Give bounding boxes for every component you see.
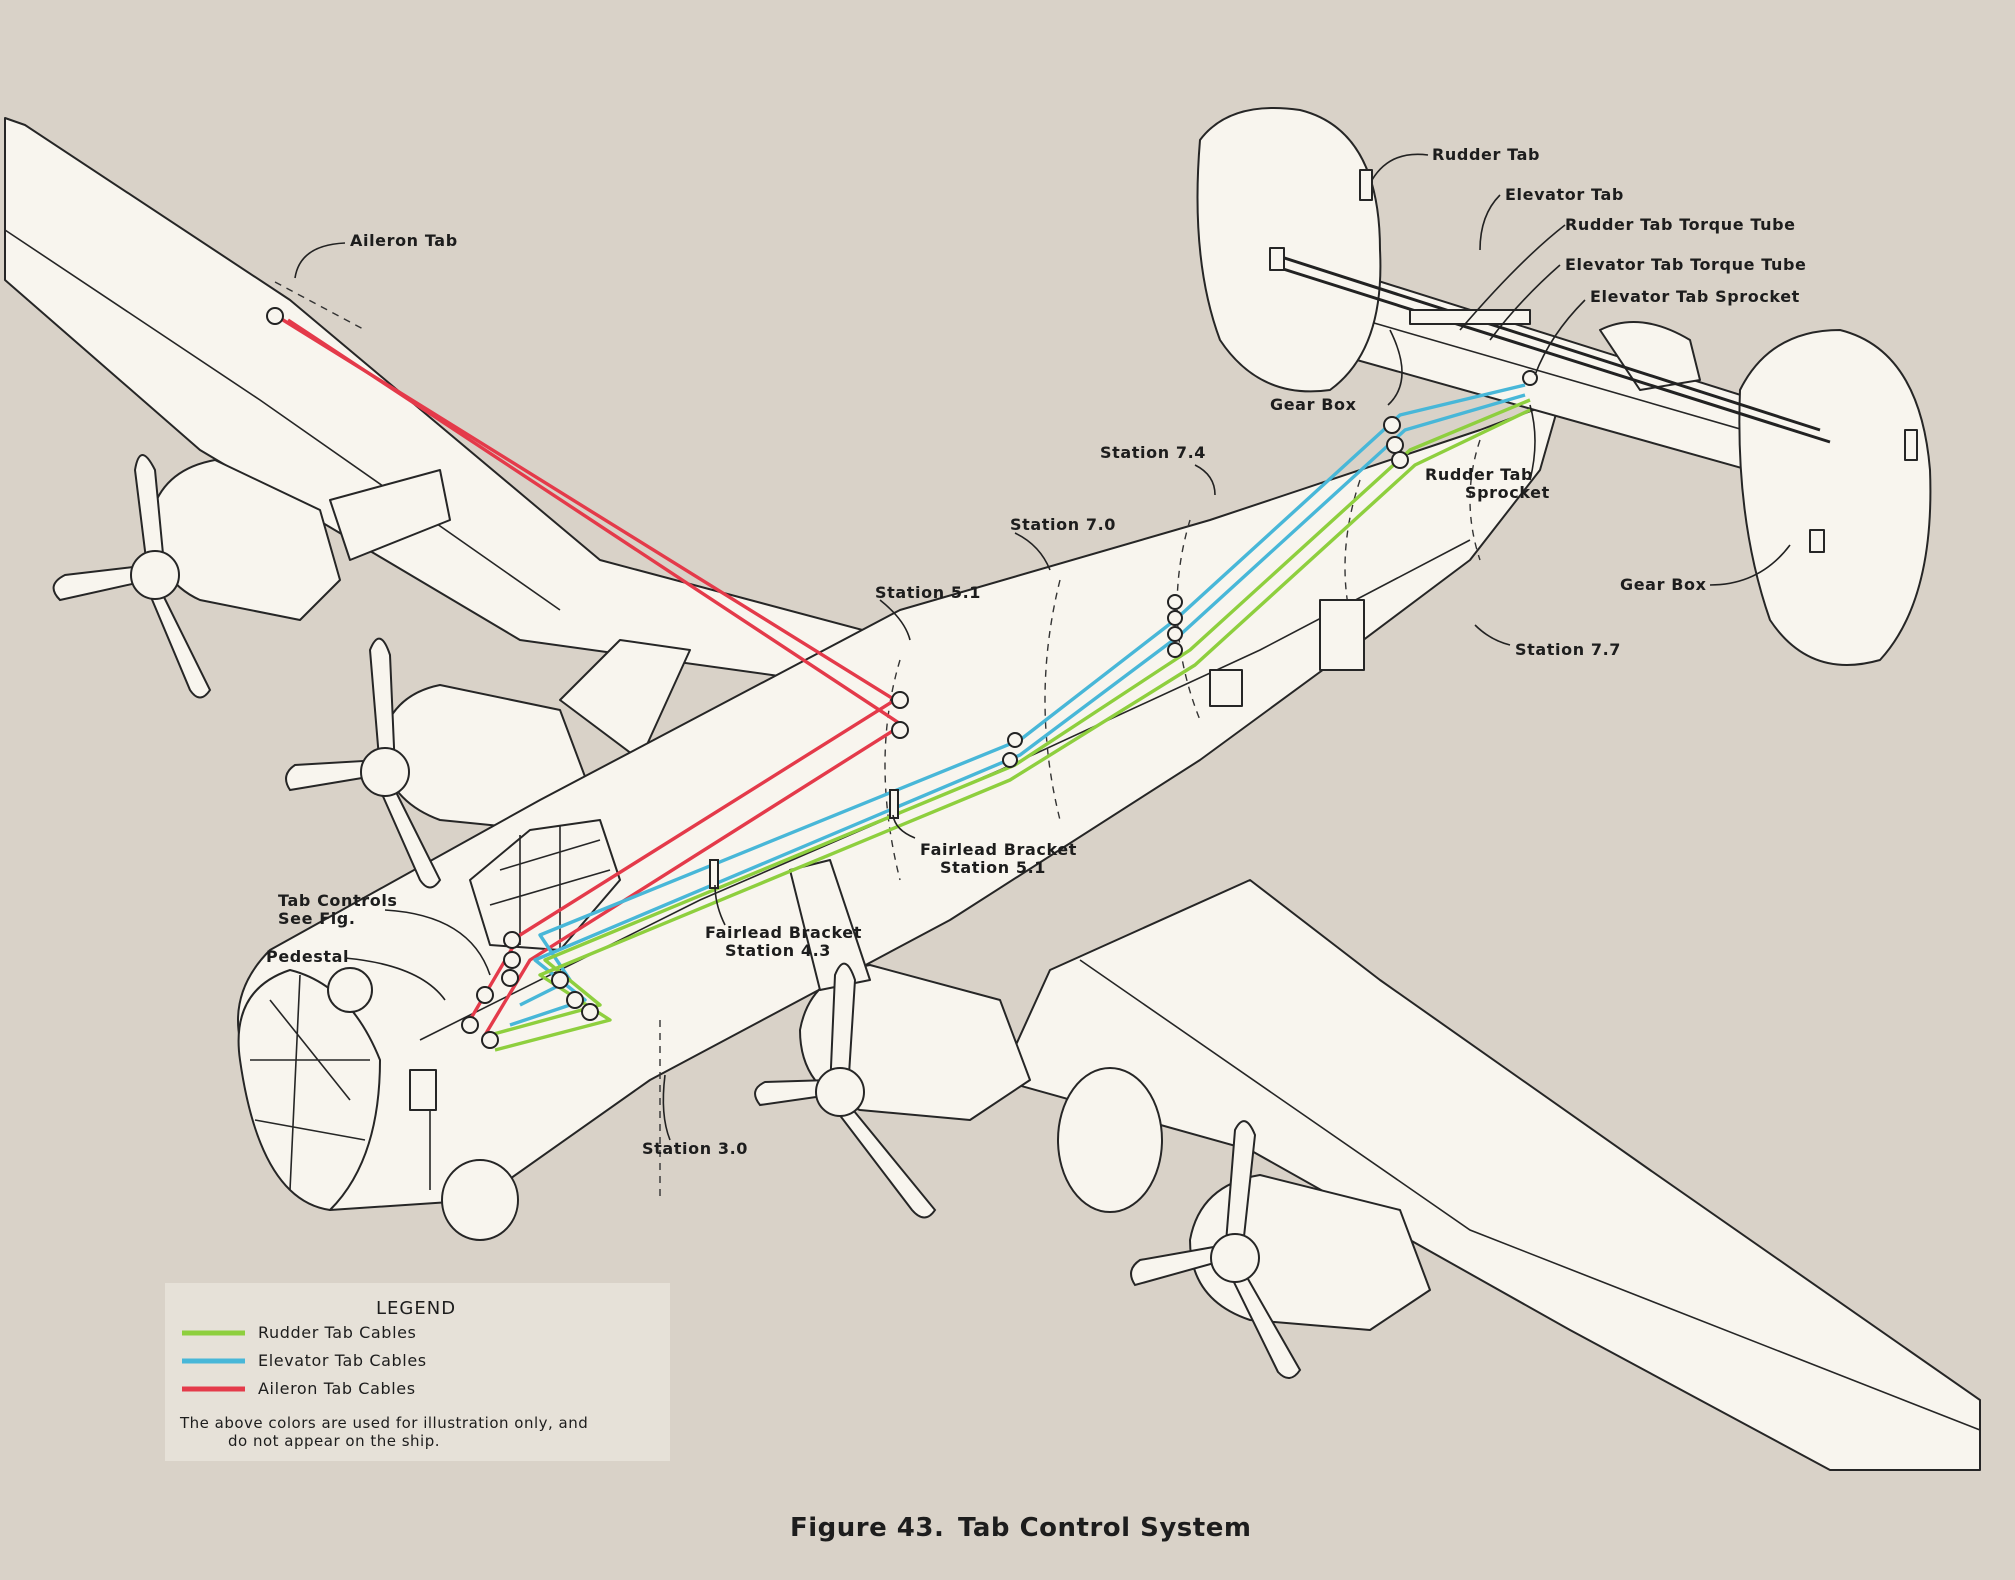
legend-label-aileron: Aileron Tab Cables xyxy=(258,1379,416,1398)
right-fin xyxy=(1738,329,1932,666)
nose xyxy=(237,969,381,1211)
caption-title: Tab Control System xyxy=(958,1513,1251,1543)
rudder-tab-cable-lower xyxy=(494,408,1531,1052)
labels: Aileron Tab Rudder Tab Elevator Tab Rudd… xyxy=(266,145,1806,1158)
label-station-7-0: Station 7.0 xyxy=(1010,515,1116,534)
legend-box xyxy=(165,1283,670,1461)
label-pedestal: Pedestal xyxy=(266,947,349,966)
legend-label-elevator: Elevator Tab Cables xyxy=(258,1351,427,1370)
tab-cables xyxy=(274,313,1531,1052)
label-aileron-tab: Aileron Tab xyxy=(350,231,458,250)
label-rudder-tab-sprocket-1: Rudder Tab xyxy=(1425,465,1533,484)
label-station-5-1: Station 5.1 xyxy=(875,583,981,602)
pulleys xyxy=(266,307,1538,1049)
elevator-tab-cable-lower xyxy=(509,393,1526,1027)
legend-note-line2: do not appear on the ship. xyxy=(228,1432,440,1450)
label-rudder-tab-sprocket-2: Sprocket xyxy=(1465,483,1550,502)
aileron-tab-cable-lower xyxy=(287,318,904,1036)
label-station-3-0: Station 3.0 xyxy=(642,1139,748,1158)
label-fairlead-5-1-line1: Fairlead Bracket xyxy=(920,840,1077,859)
propellers xyxy=(52,454,1302,1379)
left-wing xyxy=(4,117,901,691)
label-gear-box-upper: Gear Box xyxy=(1270,395,1357,414)
label-station-7-7: Station 7.7 xyxy=(1515,640,1621,659)
label-tab-controls-line2: See Fig. xyxy=(278,909,356,928)
figure-caption: Figure 43. Tab Control System xyxy=(790,1513,1251,1543)
propeller-right-outer xyxy=(1130,1120,1302,1379)
legend-label-rudder: Rudder Tab Cables xyxy=(258,1323,417,1342)
label-tab-controls-line1: Tab Controls xyxy=(278,891,398,910)
label-elevator-tab: Elevator Tab xyxy=(1505,185,1624,204)
propeller-right-inner xyxy=(754,962,937,1219)
right-wing xyxy=(999,879,1981,1471)
label-rudder-tab: Rudder Tab xyxy=(1432,145,1540,164)
propeller-left-outer xyxy=(52,454,212,699)
left-fin xyxy=(1196,107,1382,393)
label-gear-box-lower: Gear Box xyxy=(1620,575,1707,594)
leader-lines xyxy=(294,153,1791,1141)
legend-title: LEGEND xyxy=(376,1298,456,1319)
label-elevator-tab-torque-tube: Elevator Tab Torque Tube xyxy=(1565,255,1806,274)
label-fairlead-5-1-line2: Station 5.1 xyxy=(940,858,1046,877)
aileron-tab-cable-upper xyxy=(274,313,897,1021)
label-fairlead-4-3-line2: Station 4.3 xyxy=(725,941,831,960)
legend: LEGEND Rudder Tab Cables Elevator Tab Ca… xyxy=(165,1283,670,1461)
label-station-7-4: Station 7.4 xyxy=(1100,443,1206,462)
propeller-left-inner xyxy=(285,637,442,889)
label-rudder-tab-torque-tube: Rudder Tab Torque Tube xyxy=(1565,215,1796,234)
caption-figure-number: Figure 43. xyxy=(790,1513,944,1543)
legend-note-line1: The above colors are used for illustrati… xyxy=(179,1414,588,1432)
label-elevator-tab-sprocket: Elevator Tab Sprocket xyxy=(1590,287,1800,306)
label-fairlead-4-3-line1: Fairlead Bracket xyxy=(705,923,862,942)
